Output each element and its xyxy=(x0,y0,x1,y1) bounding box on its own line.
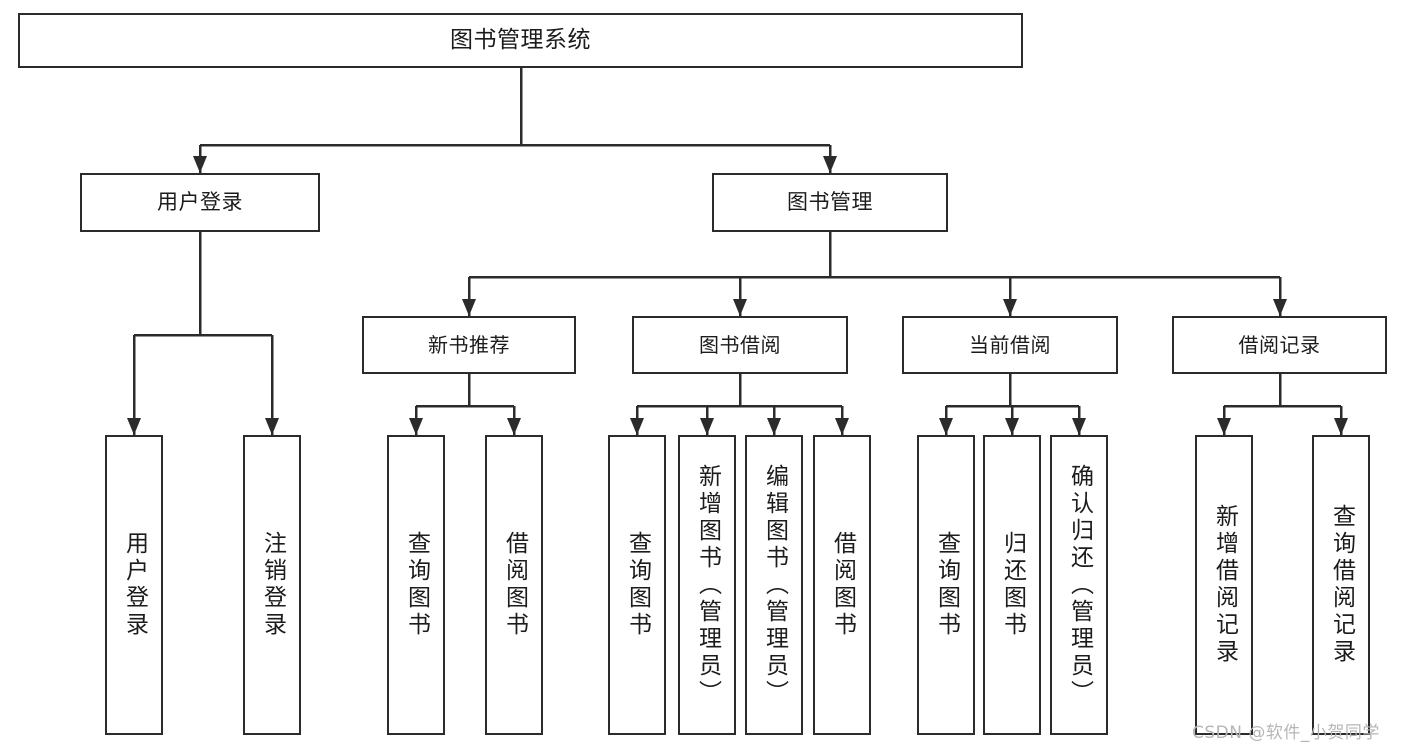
node-book-borrow[interactable]: 图书借阅 xyxy=(632,316,848,374)
arrow-head-leaf-borrow-book-1 xyxy=(507,418,521,435)
arrow-head-current-borrow xyxy=(1003,299,1017,316)
node-label: 图书管理 xyxy=(787,190,873,215)
node-leaf-logout[interactable]: 注销登录 xyxy=(243,435,301,735)
node-label: 编辑图书（管理员） xyxy=(761,463,788,707)
node-label: 用户登录 xyxy=(121,531,148,639)
arrow-head-leaf-add-record xyxy=(1217,418,1231,435)
node-label: 确认归还（管理员） xyxy=(1066,463,1093,707)
node-label: 图书管理系统 xyxy=(450,27,591,54)
arrow-head-user-login xyxy=(193,156,207,173)
node-label: 查询借阅记录 xyxy=(1328,504,1355,666)
node-leaf-borrow-book-1[interactable]: 借阅图书 xyxy=(485,435,543,735)
node-leaf-user-login[interactable]: 用户登录 xyxy=(105,435,163,735)
node-new-book-rec[interactable]: 新书推荐 xyxy=(362,316,576,374)
arrow-head-leaf-user-login xyxy=(127,418,141,435)
arrow-head-leaf-query-record xyxy=(1334,418,1348,435)
node-current-borrow[interactable]: 当前借阅 xyxy=(902,316,1118,374)
node-leaf-return-book[interactable]: 归还图书 xyxy=(983,435,1041,735)
node-label: 用户登录 xyxy=(157,190,243,215)
node-label: 查询图书 xyxy=(624,531,651,639)
node-label: 借阅图书 xyxy=(829,531,856,639)
arrow-head-leaf-query-book-1 xyxy=(409,418,423,435)
arrow-head-leaf-logout xyxy=(265,418,279,435)
arrow-head-leaf-borrow-book-2 xyxy=(835,418,849,435)
arrow-head-leaf-add-book xyxy=(700,418,714,435)
arrow-head-leaf-return-book xyxy=(1005,418,1019,435)
node-user-login[interactable]: 用户登录 xyxy=(80,173,320,232)
node-label: 查询图书 xyxy=(933,531,960,639)
node-label: 注销登录 xyxy=(259,531,286,639)
node-book-manage[interactable]: 图书管理 xyxy=(712,173,948,232)
node-label: 查询图书 xyxy=(403,531,430,639)
node-leaf-query-book-2[interactable]: 查询图书 xyxy=(608,435,666,735)
arrow-head-book-manage xyxy=(823,156,837,173)
node-label: 新增图书（管理员） xyxy=(694,463,721,707)
node-root[interactable]: 图书管理系统 xyxy=(18,13,1023,68)
edges-group xyxy=(127,68,1348,435)
node-leaf-query-book-3[interactable]: 查询图书 xyxy=(917,435,975,735)
node-leaf-borrow-book-2[interactable]: 借阅图书 xyxy=(813,435,871,735)
node-label: 新书推荐 xyxy=(428,332,510,357)
arrow-head-borrow-record xyxy=(1273,299,1287,316)
node-leaf-add-record[interactable]: 新增借阅记录 xyxy=(1195,435,1253,735)
node-leaf-query-record[interactable]: 查询借阅记录 xyxy=(1312,435,1370,735)
arrow-head-leaf-query-book-3 xyxy=(939,418,953,435)
node-label: 归还图书 xyxy=(999,531,1026,639)
arrow-head-leaf-edit-book xyxy=(767,418,781,435)
node-label: 图书借阅 xyxy=(699,332,781,357)
node-leaf-edit-book[interactable]: 编辑图书（管理员） xyxy=(745,435,803,735)
node-label: 借阅图书 xyxy=(501,531,528,639)
node-borrow-record[interactable]: 借阅记录 xyxy=(1172,316,1387,374)
node-label: 借阅记录 xyxy=(1238,332,1321,357)
arrow-head-leaf-confirm-return xyxy=(1072,418,1086,435)
node-label: 新增借阅记录 xyxy=(1211,504,1238,666)
csdn-watermark: CSDN @软件_小贺同学 xyxy=(1192,723,1380,743)
arrow-head-new-book-rec xyxy=(462,299,476,316)
node-leaf-add-book[interactable]: 新增图书（管理员） xyxy=(678,435,736,735)
node-leaf-confirm-return[interactable]: 确认归还（管理员） xyxy=(1050,435,1108,735)
arrow-head-leaf-query-book-2 xyxy=(630,418,644,435)
node-leaf-query-book-1[interactable]: 查询图书 xyxy=(387,435,445,735)
node-label: 当前借阅 xyxy=(969,332,1051,357)
arrow-head-book-borrow xyxy=(733,299,747,316)
